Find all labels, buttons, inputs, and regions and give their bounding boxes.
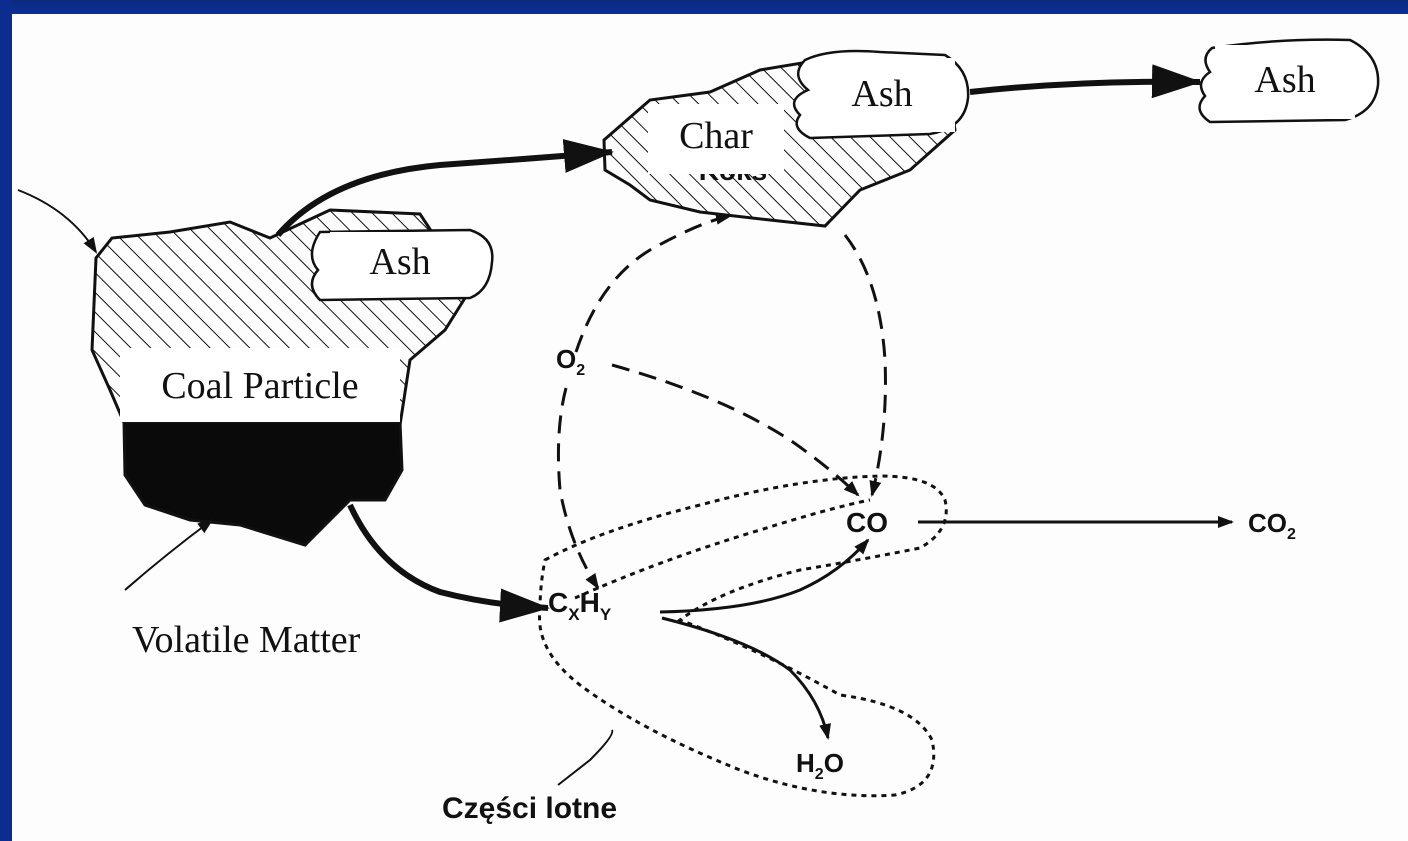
volatile-pointer-arrow [125,520,212,590]
cxhy-label: CXHY [548,587,612,624]
volatile-matter-label: Volatile Matter [132,619,361,661]
co-dotted-envelope [575,500,870,598]
char-to-co-dashed-arrow [845,235,885,495]
h2o-label: H2O [796,748,844,783]
cxhy-to-co-arrow [660,540,868,612]
char-ash-to-final-ash-arrow [970,82,1200,92]
czesci-lotne-pointer [558,730,612,785]
cxhy-to-h2o-arrow [662,618,828,738]
o2-to-cxhy-dashed-arrow [558,388,598,588]
inlet-arrow-top [18,190,96,252]
o2-to-char-dashed-arrow [576,216,730,352]
volatile-to-cxhy-arrow [350,505,548,608]
czesci-lotne-label: Części lotne [442,792,617,825]
char-label: Char [679,115,753,157]
coal-particle-label: Coal Particle [161,365,358,407]
coal-ash-label: Ash [369,241,430,283]
co-label: CO [846,507,888,538]
o2-to-co-dashed-arrow [612,365,858,495]
o2-label: O2 [556,344,585,379]
char-ash-label: Ash [851,73,912,115]
co2-label: CO2 [1248,508,1296,543]
final-ash-label: Ash [1254,59,1315,101]
